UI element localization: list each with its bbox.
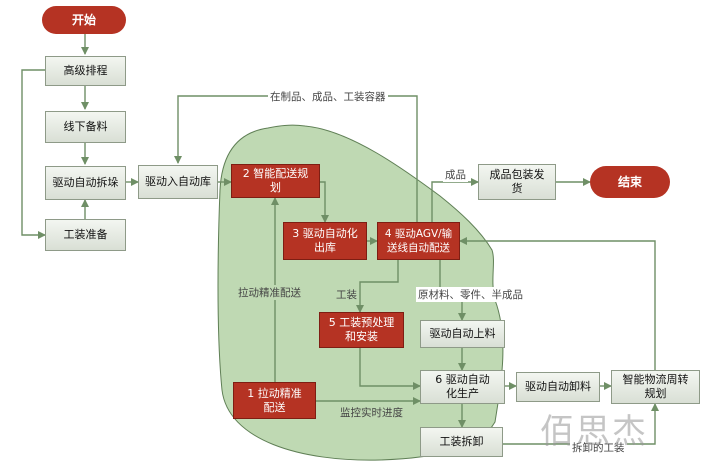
start-node: 开始 [42, 6, 126, 34]
outbound-node: 3 驱动自动化出库 [283, 222, 367, 260]
arrow-agv-packing [431, 178, 479, 222]
produce-node: 6 驱动自动化生产 [420, 370, 505, 404]
watermark-text: 佰思杰 [540, 412, 648, 452]
tooling-prep-node: 工装准备 [45, 219, 126, 251]
turnover-node: 智能物流周转规划 [611, 370, 700, 404]
arrow-remove-turnover [503, 403, 659, 445]
arrow-plan-outbound [320, 181, 329, 223]
label-pull-precise: 拉动精准配送 [236, 285, 303, 300]
agv-node: 4 驱动AGV/输送线自动配送 [377, 222, 460, 260]
packing-node: 成品包装发货 [478, 164, 556, 200]
tool-pre-node: 5 工装预处理和安装 [319, 312, 404, 348]
label-wip: 在制品、成品、工装容器 [268, 89, 388, 104]
pull-node: 1 拉动精准配送 [233, 382, 316, 419]
label-unload-tool: 拆卸的工装 [570, 440, 627, 455]
arrow-turnover-agv [459, 237, 656, 370]
auto-store-node: 驱动入自动库 [138, 165, 218, 199]
tool-remove-node: 工装拆卸 [420, 427, 503, 457]
auto-unstack-node: 驱动自动拆垛 [45, 166, 126, 200]
label-materials: 原材料、零件、半成品 [416, 287, 525, 302]
label-finished: 成品 [443, 167, 468, 182]
end-node: 结束 [590, 166, 670, 198]
schedule-node: 高级排程 [45, 56, 126, 86]
label-tooling: 工装 [334, 287, 359, 302]
plan-node: 2 智能配送规划 [231, 164, 320, 198]
arrow-agv-toolpre [356, 260, 399, 313]
arrow-schedule-tooling [21, 69, 46, 239]
arrow-toolpre-produce [359, 348, 421, 390]
offline-prep-node: 线下备料 [45, 111, 126, 143]
auto-load-node: 驱动自动上料 [420, 320, 505, 348]
auto-unload-node: 驱动自动卸料 [516, 372, 600, 402]
label-monitor: 监控实时进度 [338, 405, 405, 420]
